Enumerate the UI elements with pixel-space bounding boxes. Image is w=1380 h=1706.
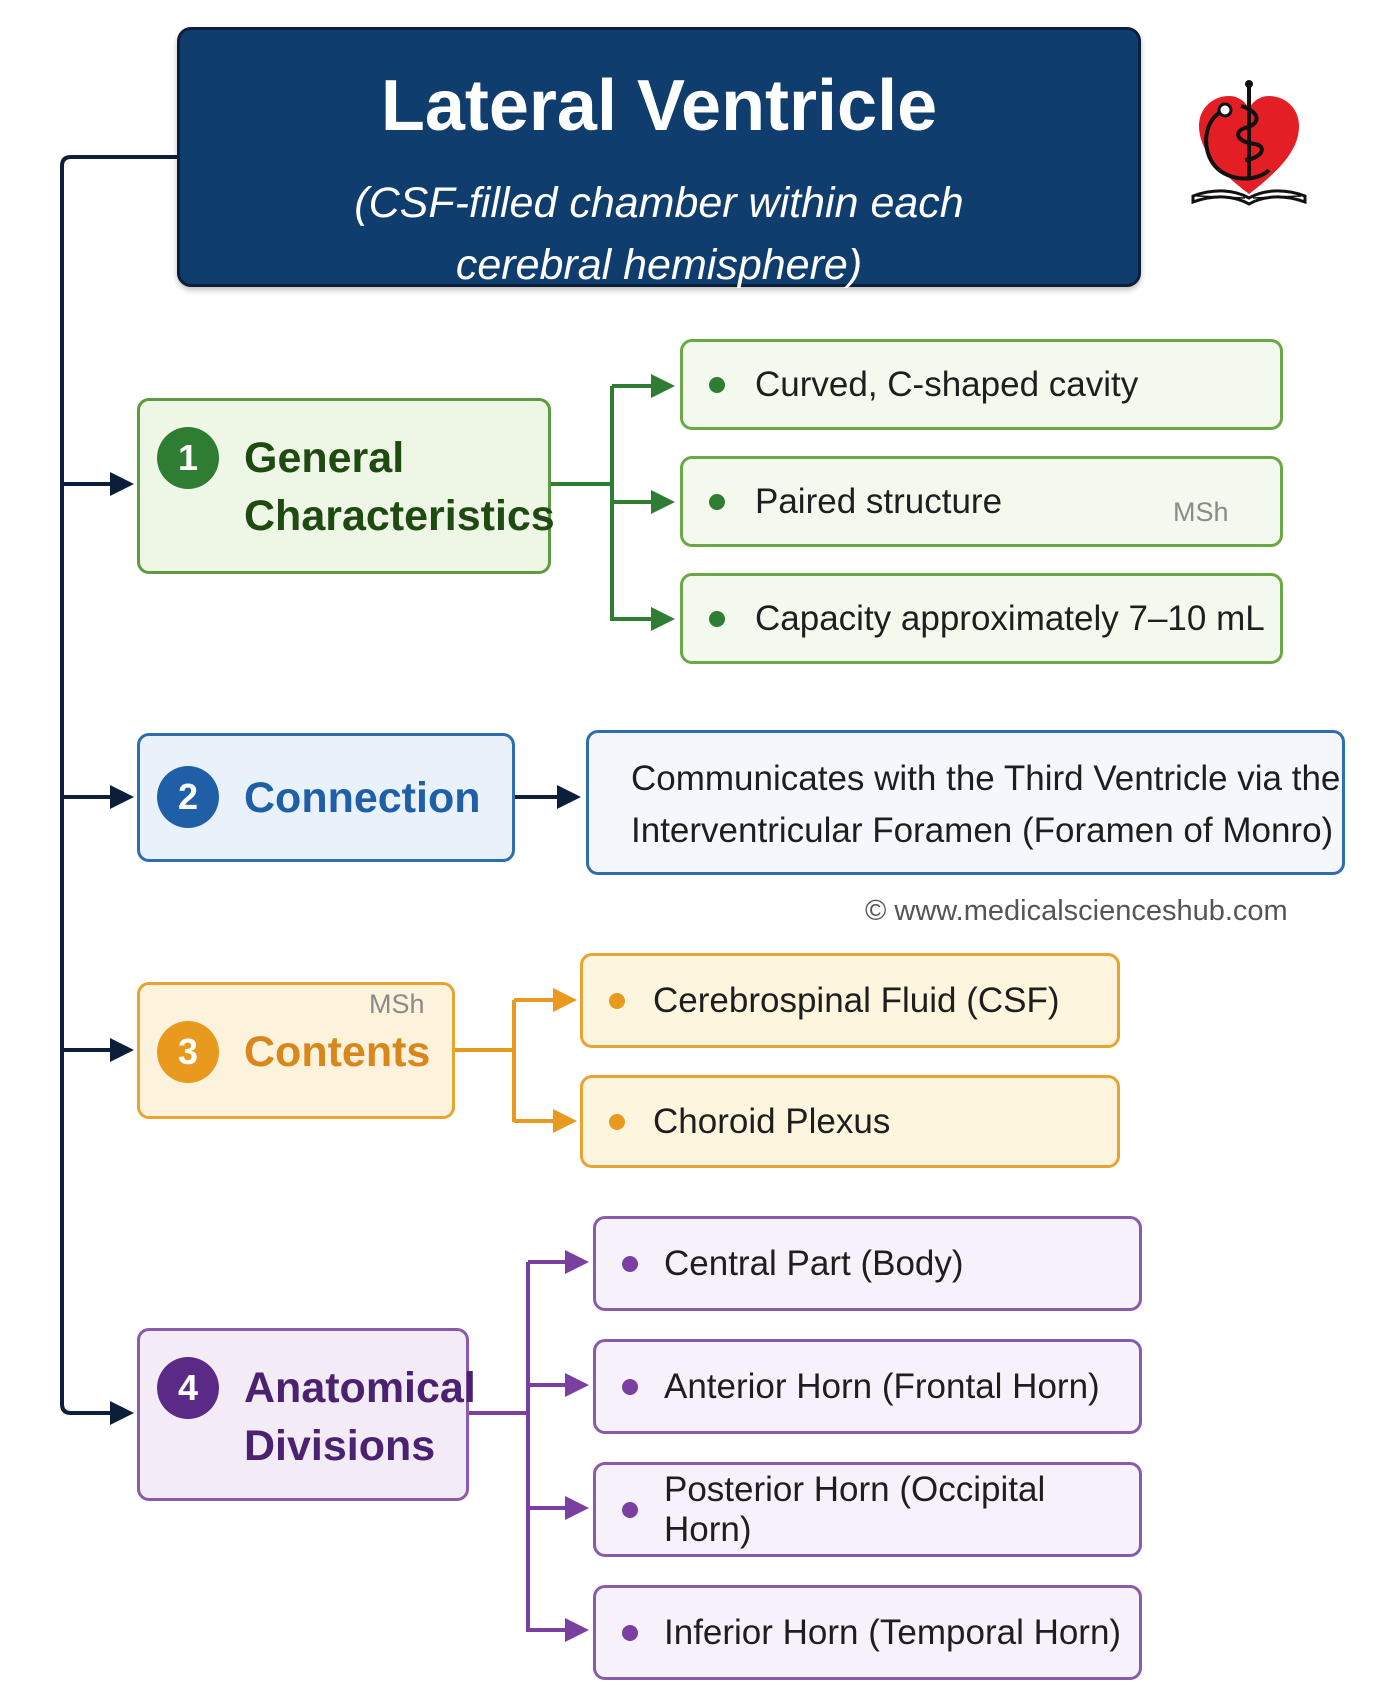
category-contents: 3 Contents MSh	[137, 982, 455, 1119]
category-general-characteristics: 1 General Characteristics	[137, 398, 555, 574]
item-text: Capacity approximately 7–10 mL	[755, 598, 1265, 638]
item-text: Curved, C-shaped cavity	[755, 364, 1139, 404]
bullet-icon	[622, 1378, 638, 1395]
item-text: Anterior Horn (Frontal Horn)	[664, 1366, 1100, 1406]
page-subtitle: (CSF-filled chamber within each cerebral…	[260, 172, 1058, 296]
section-2-label: Connection	[244, 774, 481, 822]
section-4-label: Anatomical Divisions	[244, 1359, 476, 1475]
section-1-label-line-2: Characteristics	[244, 492, 555, 540]
copyright-credit: © www.medicalscienceshub.com	[865, 895, 1288, 927]
bullet-icon	[609, 1113, 625, 1130]
section-1-number-badge: 1	[157, 427, 219, 489]
section-1-label: General Characteristics	[244, 429, 555, 545]
item-text: Posterior Horn (Occipital Horn)	[664, 1469, 1046, 1549]
list-item: Capacity approximately 7–10 mL	[680, 573, 1283, 664]
item-text: Choroid Plexus	[653, 1101, 891, 1141]
section-2-number-badge: 2	[157, 766, 219, 828]
msh-watermark: MSh	[369, 989, 425, 1019]
section-4-number-badge: 4	[157, 1357, 219, 1419]
bullet-icon	[622, 1501, 638, 1518]
list-item: Cerebrospinal Fluid (CSF)	[580, 953, 1120, 1048]
list-item: Central Part (Body)	[593, 1216, 1142, 1311]
list-item: Anterior Horn (Frontal Horn)	[593, 1339, 1142, 1434]
connection-description: Communicates with the Third Ventricle vi…	[631, 753, 1340, 857]
list-item: Inferior Horn (Temporal Horn)	[593, 1585, 1142, 1680]
item-text: Inferior Horn (Temporal Horn)	[664, 1612, 1122, 1652]
connection-description-box: Communicates with the Third Ventricle vi…	[586, 730, 1345, 875]
title-box: Lateral Ventricle (CSF-filled chamber wi…	[177, 27, 1141, 289]
list-item: Paired structure MSh	[680, 456, 1283, 547]
category-anatomical-divisions: 4 Anatomical Divisions	[137, 1328, 476, 1501]
subtitle-line-1: (CSF-filled chamber within each	[354, 179, 964, 227]
trunk-connector	[60, 155, 581, 1425]
item-text: Paired structure	[755, 481, 1003, 521]
section-4-label-line-2: Divisions	[244, 1422, 436, 1470]
page-title: Lateral Ventricle	[380, 66, 938, 146]
list-item: Choroid Plexus	[580, 1075, 1120, 1168]
subtitle-line-2: cerebral hemisphere)	[455, 241, 863, 289]
heart-stethoscope-book-logo-icon	[1191, 80, 1307, 206]
section-3-label: Contents	[244, 1028, 431, 1076]
section-3-connectors	[455, 988, 577, 1133]
bullet-icon	[622, 1624, 638, 1641]
bullet-icon	[709, 610, 725, 627]
item-text: Cerebrospinal Fluid (CSF)	[653, 980, 1060, 1020]
msh-watermark: MSh	[1173, 497, 1229, 527]
section-1-connectors	[551, 374, 675, 631]
category-connection: 2 Connection	[137, 733, 515, 862]
section-4-connectors	[469, 1250, 589, 1642]
connection-line-1: Communicates with the Third Ventricle vi…	[631, 759, 1341, 798]
section-1-label-line-1: General	[244, 434, 405, 482]
section-4-label-line-1: Anatomical	[244, 1364, 476, 1412]
list-item: Posterior Horn (Occipital Horn)	[593, 1462, 1142, 1557]
bullet-icon	[609, 992, 625, 1009]
section-3-number-badge: 3	[157, 1021, 219, 1083]
item-text: Central Part (Body)	[664, 1243, 964, 1283]
connection-line-2: Interventricular Foramen (Foramen of Mon…	[631, 811, 1334, 850]
bullet-icon	[709, 376, 725, 393]
list-item: Curved, C-shaped cavity	[680, 339, 1283, 430]
bullet-icon	[709, 493, 725, 510]
bullet-icon	[622, 1255, 638, 1272]
